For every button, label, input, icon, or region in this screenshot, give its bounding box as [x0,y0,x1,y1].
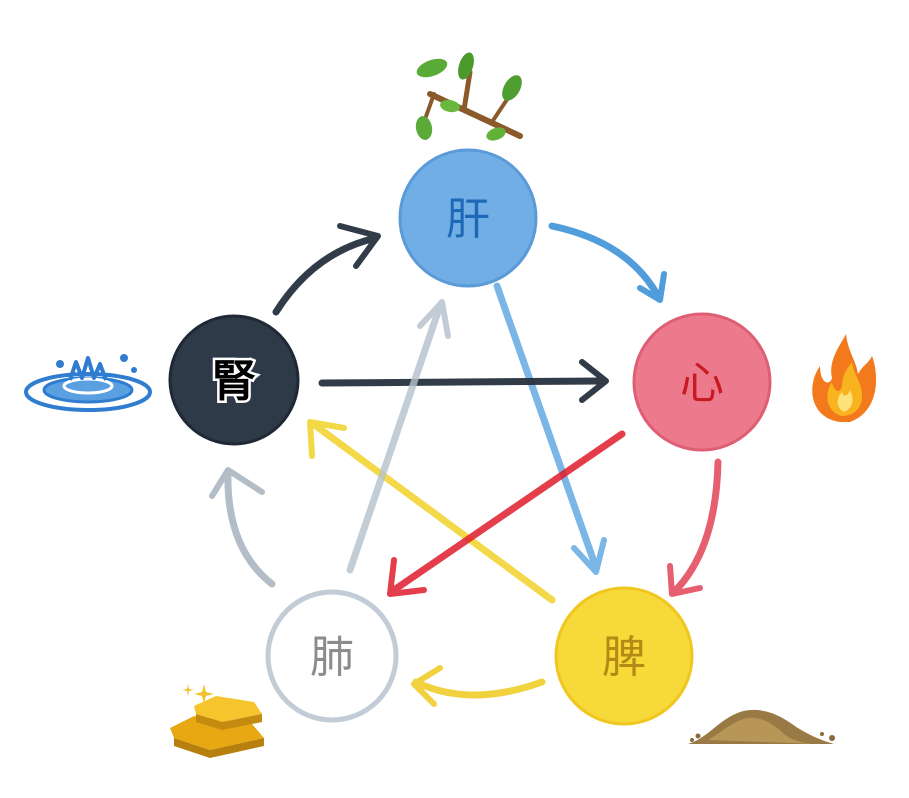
organ-nodes: 肝 心 脾 肺 腎 [168,148,772,726]
organ-spleen: 脾 [554,586,694,726]
organ-label-spleen: 脾 [602,632,646,683]
arrow-kidney-to-heart [318,359,609,403]
water-splash-icon [24,354,152,412]
organ-heart: 心 [632,312,772,452]
flame-icon [812,334,877,422]
arrow-kidney-to-liver [272,223,381,316]
arrow-spleen-to-lung [411,665,546,707]
organ-liver: 肝 [398,148,538,288]
organ-label-heart: 心 [680,358,724,409]
organ-label-liver: 肝 [446,194,490,245]
organ-kidney: 腎 [168,314,300,446]
arrow-heart-to-spleen [667,458,722,597]
organ-label-kidney: 腎 [212,356,256,407]
generating-cycle [209,222,722,707]
arrow-heart-to-lung [387,430,626,597]
soil-pile-icon [688,709,835,744]
arrow-spleen-to-kidney [307,419,556,604]
organ-lung: 肺 [265,589,399,723]
arrow-liver-to-heart [548,222,667,303]
organ-label-lung: 肺 [310,632,354,683]
arrow-liver-to-spleen [493,282,607,575]
arrow-lung-to-kidney [209,467,276,588]
branch-icon [415,52,523,141]
gold-bars-icon [170,684,264,758]
controlling-cycle [307,282,626,604]
arrow-lung-to-liver [346,299,451,574]
